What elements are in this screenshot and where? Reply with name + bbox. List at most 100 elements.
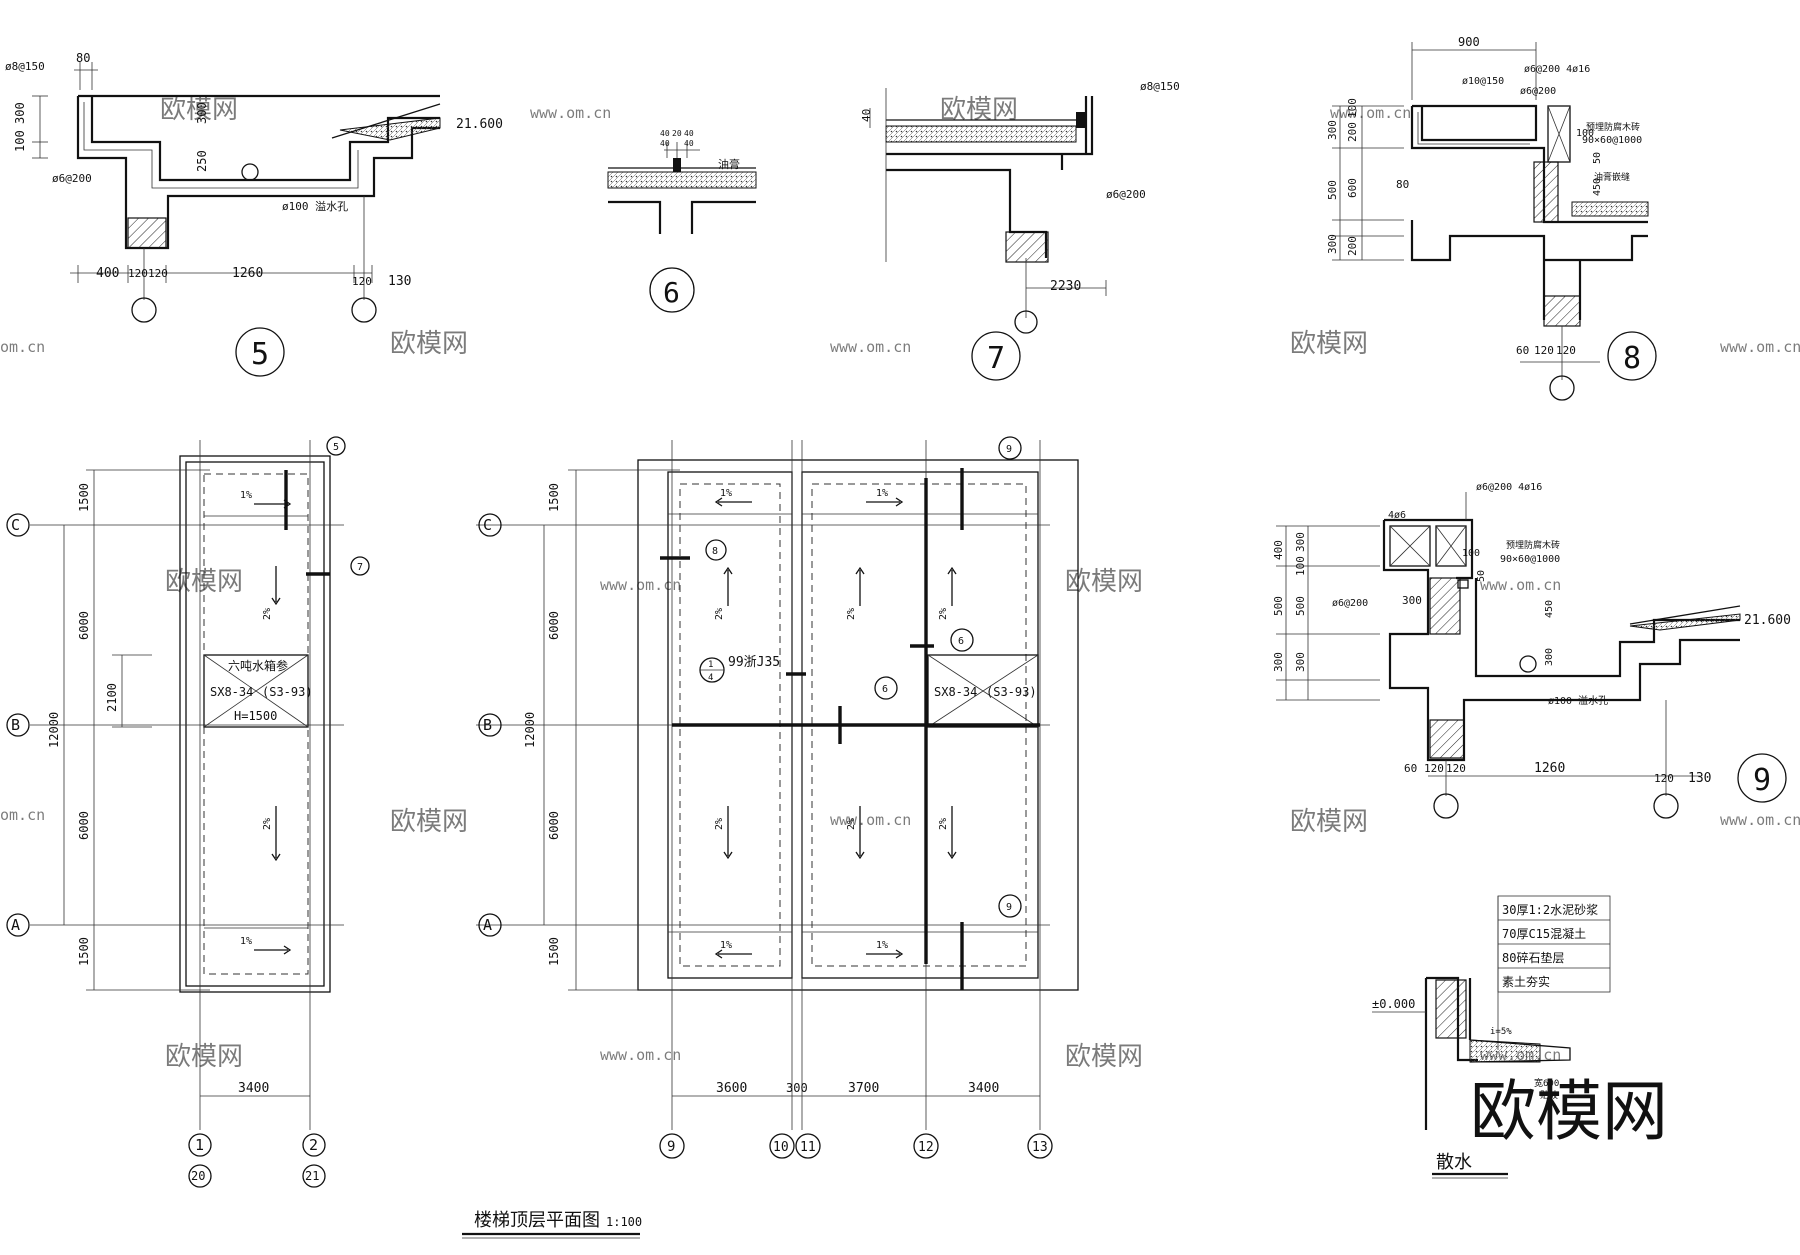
plan-left-tank-model: SX8-34	[210, 685, 253, 699]
svg-text:3400: 3400	[238, 1081, 269, 1096]
d8-upstand-hatch	[1533, 161, 1559, 223]
plan-left-axis-1	[188, 1133, 212, 1157]
svg-text:120: 120	[1534, 344, 1554, 357]
svg-text:B: B	[483, 716, 492, 734]
d7-detail-number: 7	[987, 341, 1005, 376]
d5-axis-bubble-right	[351, 297, 377, 323]
svg-text:1500: 1500	[77, 937, 91, 966]
svg-text:120: 120	[1556, 344, 1576, 357]
svg-text:40: 40	[860, 109, 873, 122]
svg-text:1%: 1%	[240, 490, 252, 501]
d8-wood-spec-label: 90×60@1000	[1582, 135, 1642, 146]
plan-right-axis-10	[769, 1133, 795, 1159]
d5-detail-number: 5	[251, 337, 269, 372]
svg-text:11: 11	[800, 1140, 816, 1155]
svg-text:6000: 6000	[77, 811, 91, 840]
svg-text:欧模网: 欧模网	[160, 95, 238, 125]
d9-insulation	[1629, 613, 1741, 631]
detail-8: 8 ø10@150 ø6@200 ø6@200 4ø16 预埋防腐木砖 90×6…	[1326, 35, 1657, 401]
d8-axis-bubble	[1549, 375, 1575, 401]
plan-left-axis-B	[6, 713, 30, 737]
d8-wall-hatch	[1543, 295, 1581, 327]
svg-text:120: 120	[1424, 762, 1444, 775]
d7-wall-hatch	[1005, 231, 1049, 263]
detail-5: 5 ø8@150 ø6@200 ø100 溢水孔 21.600 80 300 1…	[5, 51, 503, 377]
svg-text:1%: 1%	[720, 488, 732, 499]
d5-insulation	[339, 117, 441, 141]
svg-text:2%: 2%	[714, 818, 725, 830]
plan-left-callout-5	[326, 436, 346, 456]
apron-layer-1: 30厚1:2水泥砂浆	[1502, 902, 1598, 917]
plan-left-tank-height: H=1500	[234, 709, 277, 723]
svg-text:130: 130	[388, 274, 411, 289]
watermark-layer: 欧模网 www.om.cn 欧模网 www.om.cn om.cn 欧模网 ww…	[0, 95, 1800, 1072]
plan-left-axis-2	[302, 1133, 326, 1157]
d9-stopper-label: 预埋防腐木砖	[1506, 539, 1560, 551]
svg-text:40: 40	[684, 139, 694, 148]
svg-text:om.cn: om.cn	[0, 806, 45, 824]
svg-text:300: 300	[1544, 648, 1555, 666]
d6-detail-number: 6	[663, 276, 680, 309]
plan-right-axis-12	[913, 1133, 939, 1159]
svg-text:欧模网: 欧模网	[165, 1042, 243, 1072]
plan-left-axis-20	[188, 1164, 212, 1188]
svg-text:60: 60	[1404, 762, 1417, 775]
d5-drain-hole	[241, 163, 259, 181]
plan-left-tank	[203, 654, 309, 728]
plan-right-ref-standard: 99浙J35	[728, 655, 780, 670]
plan-right: C B A 9 10 11 12 13 9 8 6 6 9 1 4 99浙J35…	[462, 436, 1079, 1239]
svg-text:2%: 2%	[846, 818, 857, 830]
d7-detail-bubble	[971, 331, 1021, 381]
plan-left-axis-A	[6, 913, 30, 937]
svg-text:www.om.cn: www.om.cn	[830, 338, 911, 356]
plan-left-tank-name: 六吨水箱参	[228, 658, 288, 673]
d8-wood-block	[1547, 105, 1571, 163]
d5-wall-hatch	[127, 217, 167, 249]
svg-text:80: 80	[76, 51, 90, 65]
plan-right-callout-9-top	[998, 436, 1022, 460]
svg-text:120: 120	[148, 267, 168, 280]
svg-text:40: 40	[684, 129, 694, 138]
d6-sealant-label: 油膏	[718, 157, 740, 171]
svg-text:13: 13	[1032, 1140, 1048, 1155]
svg-text:欧模网: 欧模网	[1290, 807, 1368, 837]
d8-top-rebar-label: ø10@150	[1462, 76, 1504, 87]
svg-text:2%: 2%	[262, 818, 273, 830]
svg-text:B: B	[11, 716, 20, 734]
d6-joint-mark	[673, 158, 681, 172]
svg-text:2%: 2%	[714, 608, 725, 620]
svg-text:www.om.cn: www.om.cn	[530, 104, 611, 122]
svg-text:50: 50	[1592, 152, 1603, 164]
plan-right-axis-B	[478, 713, 502, 737]
svg-text:欧模网: 欧模网	[390, 807, 468, 837]
plan-right-callout-9-bottom	[998, 894, 1022, 918]
plan-right-tank-ref: (S3-93)	[986, 685, 1037, 699]
svg-text:20: 20	[672, 129, 682, 138]
apron-layer-3: 80碎石垫层	[1502, 950, 1564, 965]
svg-text:6000: 6000	[77, 611, 91, 640]
d9-side-rebar-label: ø6@200	[1332, 598, 1368, 609]
svg-text:12: 12	[918, 1140, 934, 1155]
svg-text:300: 300	[1326, 234, 1339, 254]
svg-text:1: 1	[708, 660, 713, 670]
plan-right-axis-C	[478, 513, 502, 537]
plan-left-tank-ref: (S3-93)	[262, 685, 313, 699]
svg-text:1500: 1500	[547, 937, 561, 966]
svg-text:2%: 2%	[938, 818, 949, 830]
svg-text:130: 130	[1688, 771, 1711, 786]
d7-rebar-top-label: ø8@150	[1140, 80, 1180, 93]
d5-rebar-top-label: ø8@150	[5, 60, 45, 73]
d7-rebar-main-label: ø6@200	[1106, 188, 1146, 201]
plan-right-callout-6a	[950, 628, 974, 652]
svg-text:50: 50	[1476, 570, 1487, 582]
plan-left-axis-21	[302, 1164, 326, 1188]
svg-text:欧模网: 欧模网	[1290, 329, 1368, 359]
svg-text:om.cn: om.cn	[0, 338, 45, 356]
plan-left-axis-C	[6, 513, 30, 537]
svg-text:300: 300	[1294, 532, 1307, 552]
svg-text:400: 400	[1272, 540, 1285, 560]
svg-text:20: 20	[191, 1169, 205, 1183]
svg-text:200: 200	[1346, 236, 1359, 256]
svg-text:40: 40	[660, 139, 670, 148]
